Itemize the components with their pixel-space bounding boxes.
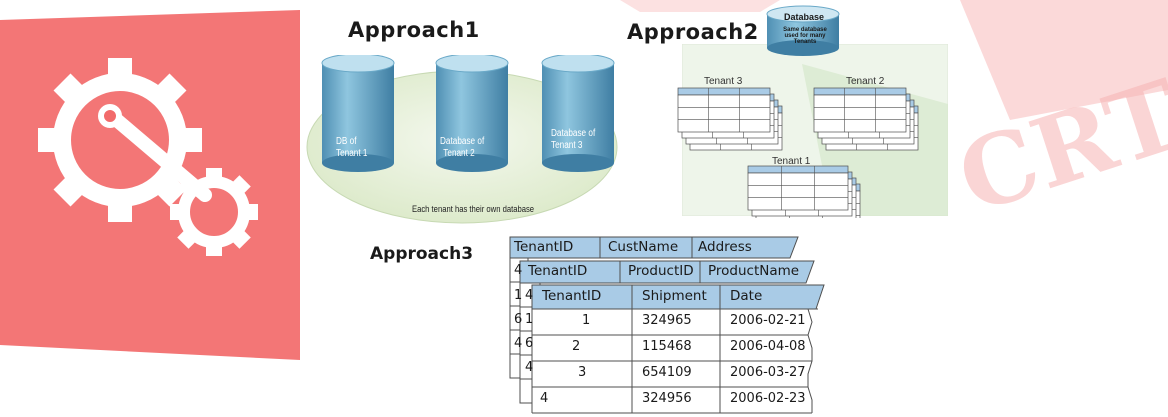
t2-header-productid: ProductID (628, 263, 694, 279)
t2-cell: 1 (525, 312, 534, 327)
t1-cell: 4 (514, 336, 523, 351)
t3-date: 2006-04-08 (730, 339, 806, 354)
t3-tenantid: 4 (540, 391, 549, 406)
tenant-table-stacks (677, 87, 919, 218)
t3-shipment: 324965 (642, 313, 692, 328)
approach1-caption: Each tenant has their own database (412, 204, 535, 214)
shared-database-note: Same database used for many Tenants (783, 27, 827, 45)
t2-cell: 4 (525, 360, 534, 375)
t2-cell: 4 (525, 288, 534, 303)
t3-header-tenantid: TenantID (542, 288, 602, 304)
t1-header-tenantid: TenantID (514, 239, 574, 255)
approach3-title: Approach3 (370, 244, 474, 264)
approach2-title: Approach2 (627, 20, 759, 44)
tenant-label-3: Tenant 3 (704, 76, 743, 87)
t3-date: 2006-02-23 (730, 391, 806, 406)
t3-tenantid: 2 (572, 339, 581, 354)
approach1-diagram (306, 55, 618, 224)
t3-tenantid: 3 (578, 365, 587, 380)
t1-cell: 1 (514, 288, 523, 303)
mini-table-icon (813, 87, 907, 133)
small-gear-icon (170, 168, 258, 256)
shared-database-cylinder (766, 5, 840, 56)
t2-header-productname: ProductName (708, 263, 800, 279)
t3-shipment: 115468 (642, 339, 692, 354)
t2-header-tenantid: TenantID (528, 263, 588, 279)
t3-shipment: 654109 (642, 365, 692, 380)
t1-header-address: Address (698, 239, 752, 255)
approach1-title: Approach1 (348, 18, 480, 42)
t2-cell: 6 (525, 336, 534, 351)
tenant-label-1: Tenant 1 (772, 156, 811, 167)
database-cylinder-2 (435, 55, 509, 172)
t3-shipment: 324956 (642, 391, 692, 406)
t3-header-date: Date (730, 288, 763, 304)
shared-database-label: Database (784, 12, 825, 22)
database-cylinder-3 (541, 55, 615, 172)
t3-date: 2006-03-27 (730, 365, 806, 380)
tenant-label-2: Tenant 2 (846, 76, 885, 87)
t1-cell: 4 (514, 263, 523, 278)
shared-tables-diagram (509, 236, 825, 414)
mini-table-icon (747, 165, 849, 211)
mini-table-icon (677, 87, 771, 133)
t3-header-shipment: Shipment (642, 288, 707, 304)
t1-header-custname: CustName (608, 239, 679, 255)
database-cylinder-1 (321, 55, 395, 172)
t3-tenantid: 1 (582, 313, 591, 328)
t3-date: 2006-02-21 (730, 313, 806, 328)
t1-cell: 6 (514, 312, 523, 327)
